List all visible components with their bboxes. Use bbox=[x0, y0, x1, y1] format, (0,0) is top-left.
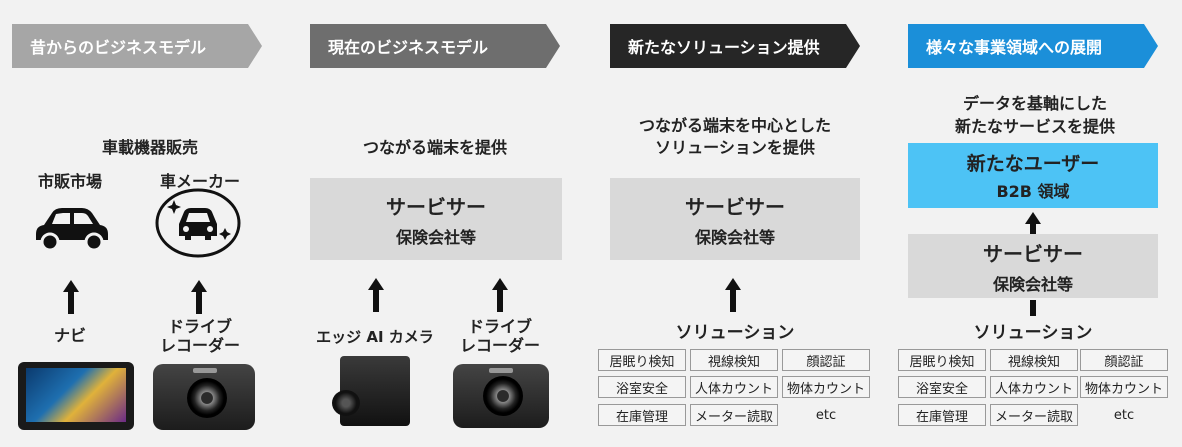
car-maker-icon bbox=[155, 188, 241, 258]
chip-face-auth: 顔認証 bbox=[1080, 349, 1168, 371]
header-past-model: 昔からのビジネスモデル bbox=[12, 24, 262, 68]
servicer-box: サービサー 保険会社等 bbox=[310, 178, 562, 260]
servicer-label: サービサー bbox=[685, 194, 785, 219]
chip-people-count: 人体カウント bbox=[990, 376, 1078, 398]
col3-title-line1: つながる端末を中心とした bbox=[638, 116, 831, 135]
header-expansion: 様々な事業領域への展開 bbox=[908, 24, 1158, 68]
col4-title-line2: 新たなサービスを提供 bbox=[954, 117, 1115, 136]
new-user-label: 新たなユーザー bbox=[966, 153, 1100, 175]
servicer-label: サービサー bbox=[386, 194, 486, 219]
col1-left-label: 市販市場 bbox=[37, 172, 102, 191]
col1-right-label: 車メーカー bbox=[159, 172, 240, 191]
col1-title: 車載機器販売 bbox=[101, 138, 198, 157]
chip-inventory: 在庫管理 bbox=[598, 404, 686, 426]
edge-ai-camera-image bbox=[332, 356, 410, 426]
drive-recorder-image bbox=[453, 364, 549, 428]
chip-etc: etc bbox=[815, 407, 837, 423]
chip-gaze: 視線検知 bbox=[990, 349, 1078, 371]
chip-object-count: 物体カウント bbox=[1080, 376, 1168, 398]
chip-bath-safety: 浴室安全 bbox=[598, 376, 686, 398]
col2-device-recorder-line2: レコーダー bbox=[459, 336, 540, 355]
col4-solution-label: ソリューション bbox=[973, 323, 1093, 343]
header-new-solution: 新たなソリューション提供 bbox=[610, 24, 860, 68]
chip-face-auth: 顔認証 bbox=[782, 349, 870, 371]
chip-object-count: 物体カウント bbox=[782, 376, 870, 398]
col1-device-recorder-line1: ドライブ bbox=[167, 317, 232, 336]
col3-solution-label: ソリューション bbox=[675, 323, 795, 343]
col1-device-navi: ナビ bbox=[53, 326, 86, 345]
chip-etc: etc bbox=[1113, 407, 1135, 423]
chip-inventory: 在庫管理 bbox=[898, 404, 986, 426]
col4-title-line1: データを基軸にした bbox=[962, 94, 1107, 113]
new-user-box: 新たなユーザー B2B 領域 bbox=[908, 143, 1158, 208]
servicer-box: サービサー 保険会社等 bbox=[610, 178, 860, 260]
chip-drowsiness: 居眠り検知 bbox=[898, 349, 986, 371]
col2-device-edge-ai: エッジ AI カメラ bbox=[316, 328, 434, 346]
chip-bath-safety: 浴室安全 bbox=[898, 376, 986, 398]
servicer-box: サービサー 保険会社等 bbox=[908, 234, 1158, 298]
chip-meter-read: メーター読取 bbox=[690, 404, 778, 426]
drive-recorder-image bbox=[153, 364, 255, 430]
servicer-label: サービサー bbox=[983, 241, 1083, 266]
chip-meter-read: メーター読取 bbox=[990, 404, 1078, 426]
col2-device-recorder-line1: ドライブ bbox=[467, 317, 532, 336]
navi-device-image bbox=[18, 362, 134, 430]
insurance-label: 保険会社等 bbox=[992, 274, 1073, 294]
chip-people-count: 人体カウント bbox=[690, 376, 778, 398]
insurance-label: 保険会社等 bbox=[395, 227, 476, 247]
col1-device-recorder-line2: レコーダー bbox=[159, 336, 240, 355]
chip-drowsiness: 居眠り検知 bbox=[598, 349, 686, 371]
col2-title: つながる端末を提供 bbox=[362, 138, 507, 157]
chip-gaze: 視線検知 bbox=[690, 349, 778, 371]
header-current-model: 現在のビジネスモデル bbox=[310, 24, 560, 68]
col3-title-line2: ソリューションを提供 bbox=[655, 138, 815, 157]
b2b-label: B2B 領域 bbox=[996, 182, 1070, 201]
car-icon bbox=[36, 208, 108, 252]
insurance-label: 保険会社等 bbox=[694, 227, 775, 247]
